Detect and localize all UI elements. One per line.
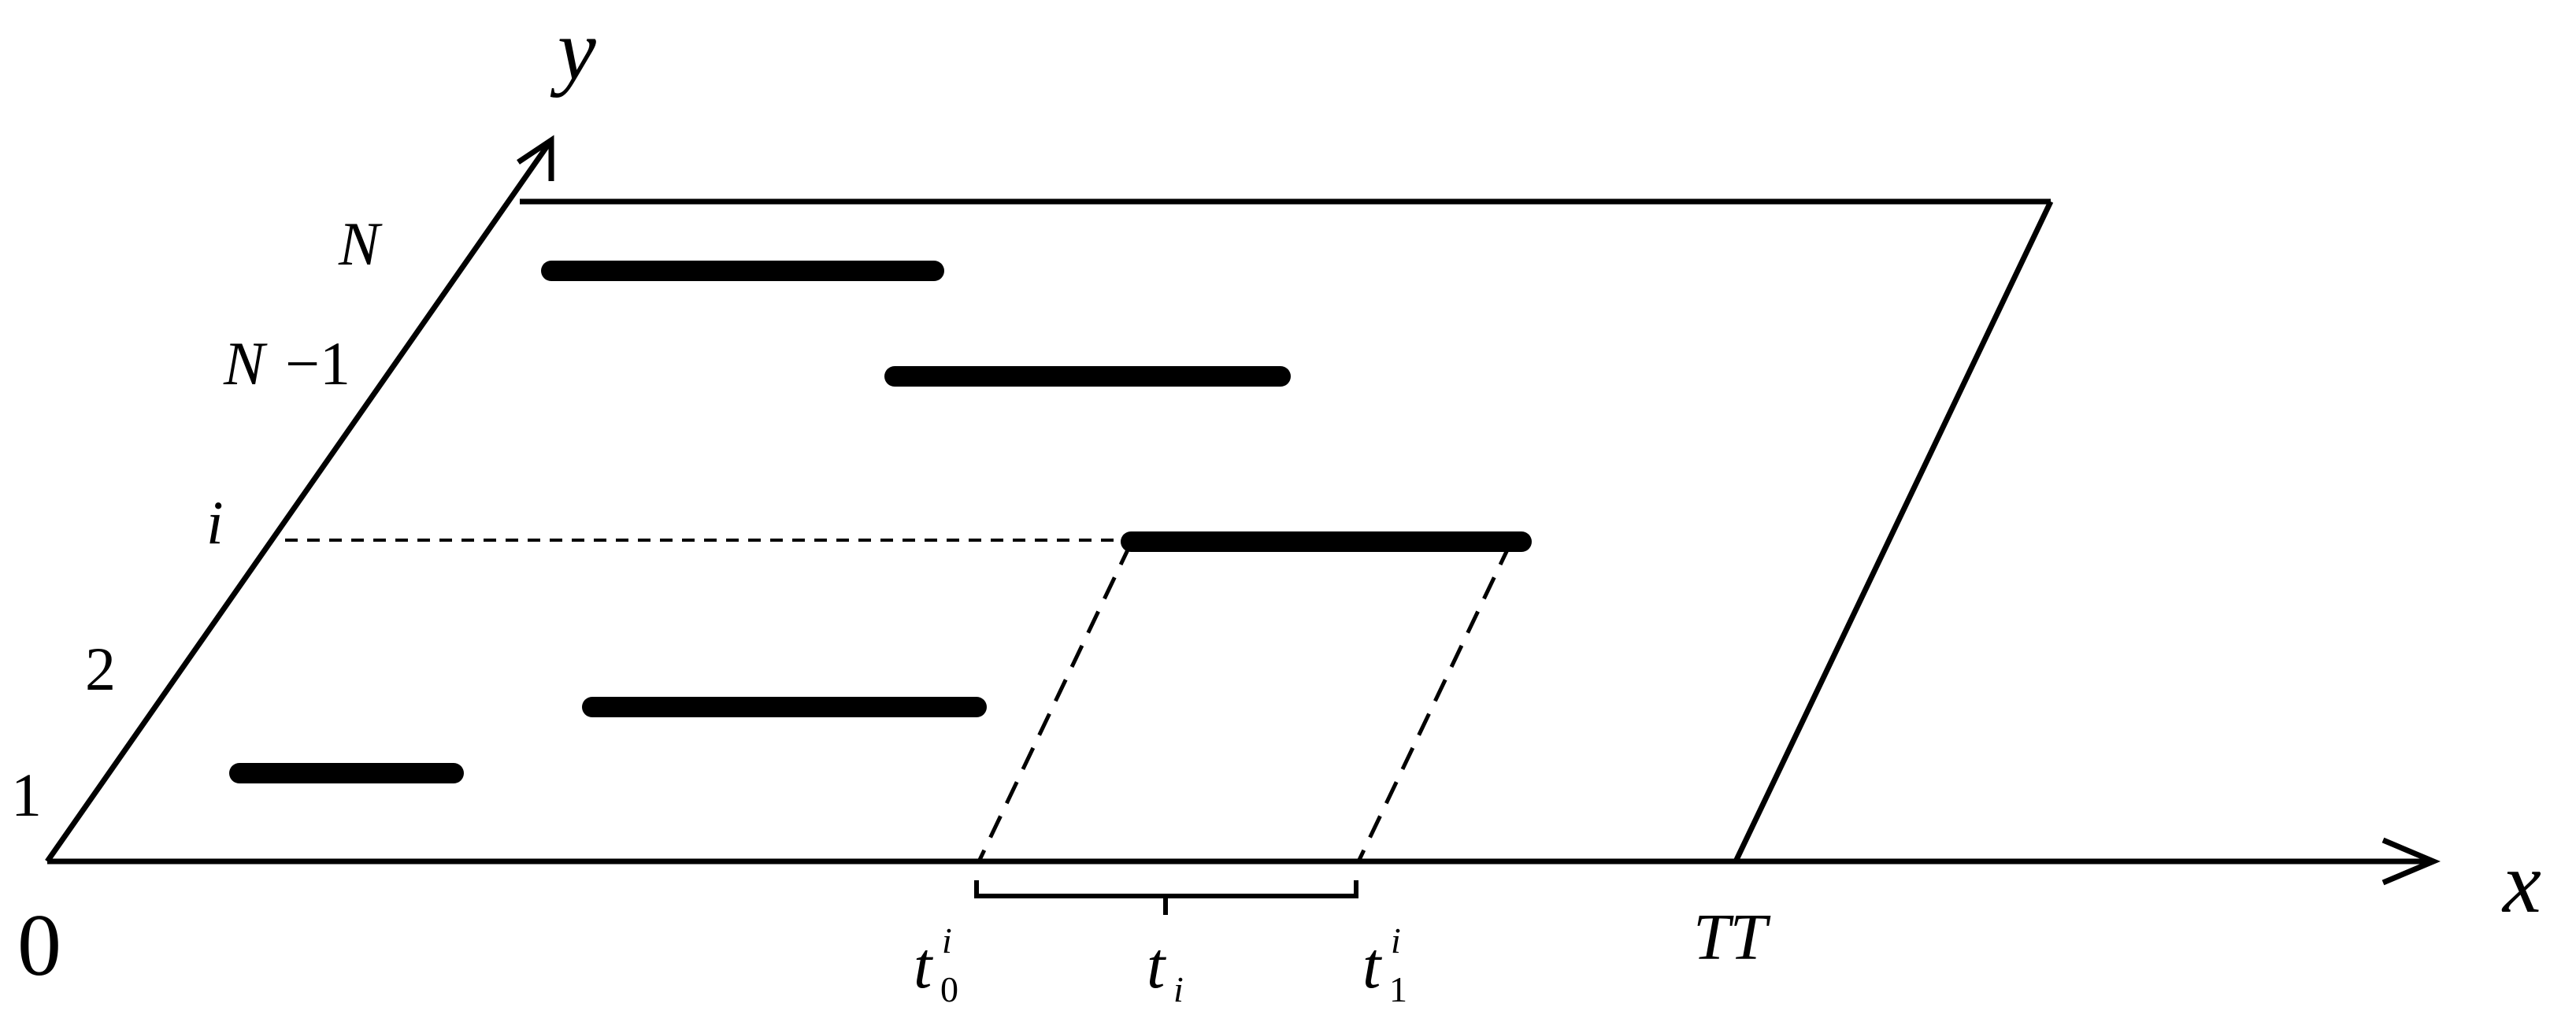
t0-base: t (914, 929, 934, 1002)
ti-subscript: i (1173, 969, 1184, 1009)
y-tick-1: 1 (11, 761, 42, 829)
y-tick-2: 2 (85, 635, 116, 703)
y-tick-n-minus-1-base: N (223, 329, 268, 398)
projection-start-dashed (977, 542, 1133, 861)
origin-label: 0 (17, 897, 61, 994)
x-axis-arrowhead (2381, 837, 2441, 886)
t1-base: t (1362, 929, 1383, 1002)
t0-subscript: 0 (940, 969, 958, 1009)
t0-superscript: i (942, 920, 952, 961)
ti-base: t (1147, 929, 1167, 1002)
y-axis-label: y (550, 2, 596, 98)
y-axis-arrowhead (517, 135, 554, 181)
plane-right-edge (1733, 200, 2054, 863)
y-tick-n-minus-1-op: −1 (285, 329, 350, 398)
y-axis-line (45, 138, 554, 864)
projection-end-dashed (1357, 542, 1513, 861)
x-axis-label: x (2501, 835, 2541, 931)
t1-superscript: i (1391, 920, 1401, 961)
interval-bracket (974, 880, 1358, 915)
tt-label: TT (1693, 901, 1771, 974)
y-tick-i: i (206, 488, 224, 557)
t1-subscript: 1 (1389, 969, 1407, 1009)
y-tick-n: N (338, 209, 383, 278)
